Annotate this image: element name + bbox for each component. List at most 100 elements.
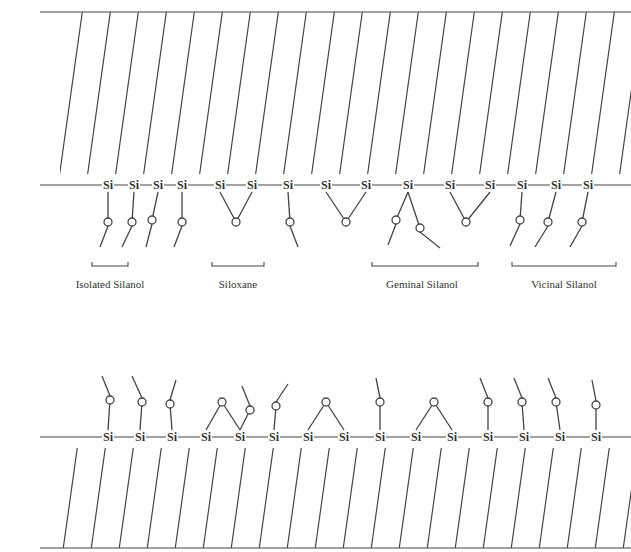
bond-line (276, 384, 288, 402)
oxygen-atom (148, 216, 156, 224)
oxygen-atom (462, 218, 470, 226)
bond-line (434, 402, 452, 430)
oxygen-atom (138, 398, 146, 406)
oxygen-atom (376, 398, 384, 406)
silicon-atom: Si (268, 431, 280, 444)
hatched-bulk-bottom (40, 437, 631, 548)
silicon-atom: Si (128, 179, 140, 192)
silicon-atom: Si (200, 431, 212, 444)
hatched-bulk-top (40, 12, 631, 185)
silicon-atom: Si (302, 431, 314, 444)
bond-line (450, 192, 466, 222)
silicon-atom: Si (554, 431, 566, 444)
silicon-atom: Si (374, 431, 386, 444)
bond-line (514, 378, 522, 398)
silicon-atom: Si (320, 179, 332, 192)
oxygen-atom (178, 218, 186, 226)
oxygen-atom (128, 218, 136, 226)
silicon-atom: Si (134, 431, 146, 444)
bond-line (146, 224, 152, 247)
silicon-atom: Si (282, 179, 294, 192)
bond-line (570, 226, 582, 247)
oxygen-atom (518, 398, 526, 406)
oxygen-atom (484, 398, 492, 406)
oxygen-atom (272, 402, 280, 410)
silicon-atom: Si (444, 179, 456, 192)
bond-line (326, 402, 344, 430)
silanol-bonds (100, 192, 600, 430)
silicon-atom: Si (550, 179, 562, 192)
silicon-atom: Si (176, 179, 188, 192)
oxygen-atom (516, 216, 524, 224)
silicon-atom: Si (482, 431, 494, 444)
bond-line (326, 192, 346, 222)
oxygen-atom (392, 216, 400, 224)
bond-line (132, 376, 142, 398)
bond-line (220, 192, 236, 222)
bond-line (592, 380, 596, 401)
silicon-atom: Si (402, 179, 414, 192)
bond-line (222, 402, 240, 430)
oxygen-atom (218, 398, 226, 406)
bond-line (206, 402, 222, 430)
group-caption: Isolated Silanol (76, 278, 145, 291)
silicon-atom: Si (102, 179, 114, 192)
silicon-atom: Si (214, 179, 226, 192)
oxygen-atom (104, 218, 112, 226)
group-caption: Siloxane (219, 278, 258, 291)
silicon-atom: Si (166, 431, 178, 444)
bond-line (408, 192, 420, 228)
bond-line (388, 224, 396, 245)
silicon-atom: Si (338, 431, 350, 444)
bond-line (122, 226, 132, 247)
bond-line (376, 378, 380, 398)
oxygen-atom (342, 218, 350, 226)
bond-line (535, 226, 548, 247)
silicon-atom: Si (152, 179, 164, 192)
silicon-atom: Si (582, 179, 594, 192)
bond-line (548, 378, 556, 398)
bond-line (174, 226, 182, 247)
oxygen-atom (416, 224, 424, 232)
oxygen-atom (544, 218, 552, 226)
silicon-atom: Si (484, 179, 496, 192)
bond-line (510, 224, 520, 246)
bond-line (170, 380, 176, 400)
silicon-atom: Si (234, 431, 246, 444)
bond-line (346, 192, 366, 222)
bond-line (290, 226, 298, 247)
bond-line (548, 192, 556, 222)
oxygen-atom (552, 398, 560, 406)
silicon-atom: Si (590, 431, 602, 444)
bond-line (466, 192, 490, 222)
silicon-atom: Si (410, 431, 422, 444)
oxygen-atom (592, 401, 600, 409)
bond-line (100, 226, 108, 247)
silicon-atom: Si (246, 179, 258, 192)
bond-line (480, 378, 488, 398)
silicon-atom: Si (360, 179, 372, 192)
oxygen-atom (322, 398, 330, 406)
oxygen-atom (430, 398, 438, 406)
silicon-atom: Si (446, 431, 458, 444)
bond-line (420, 232, 440, 248)
bond-line (416, 402, 434, 430)
oxygen-atom (246, 406, 254, 414)
oxygen-atom (106, 396, 114, 404)
bond-line (102, 376, 110, 396)
bond-line (242, 386, 250, 406)
oxygen-atom (286, 218, 294, 226)
group-caption: Vicinal Silanol (531, 278, 597, 291)
oxygen-atom (232, 218, 240, 226)
oxygen-atom (578, 218, 586, 226)
group-brackets (92, 262, 616, 266)
oxygen-atom (166, 400, 174, 408)
group-caption: Geminal Silanol (386, 278, 458, 291)
bond-line (236, 192, 252, 222)
silicon-atom: Si (516, 179, 528, 192)
silicon-atom: Si (518, 431, 530, 444)
bond-line (308, 402, 326, 430)
silicon-atom: Si (102, 431, 114, 444)
